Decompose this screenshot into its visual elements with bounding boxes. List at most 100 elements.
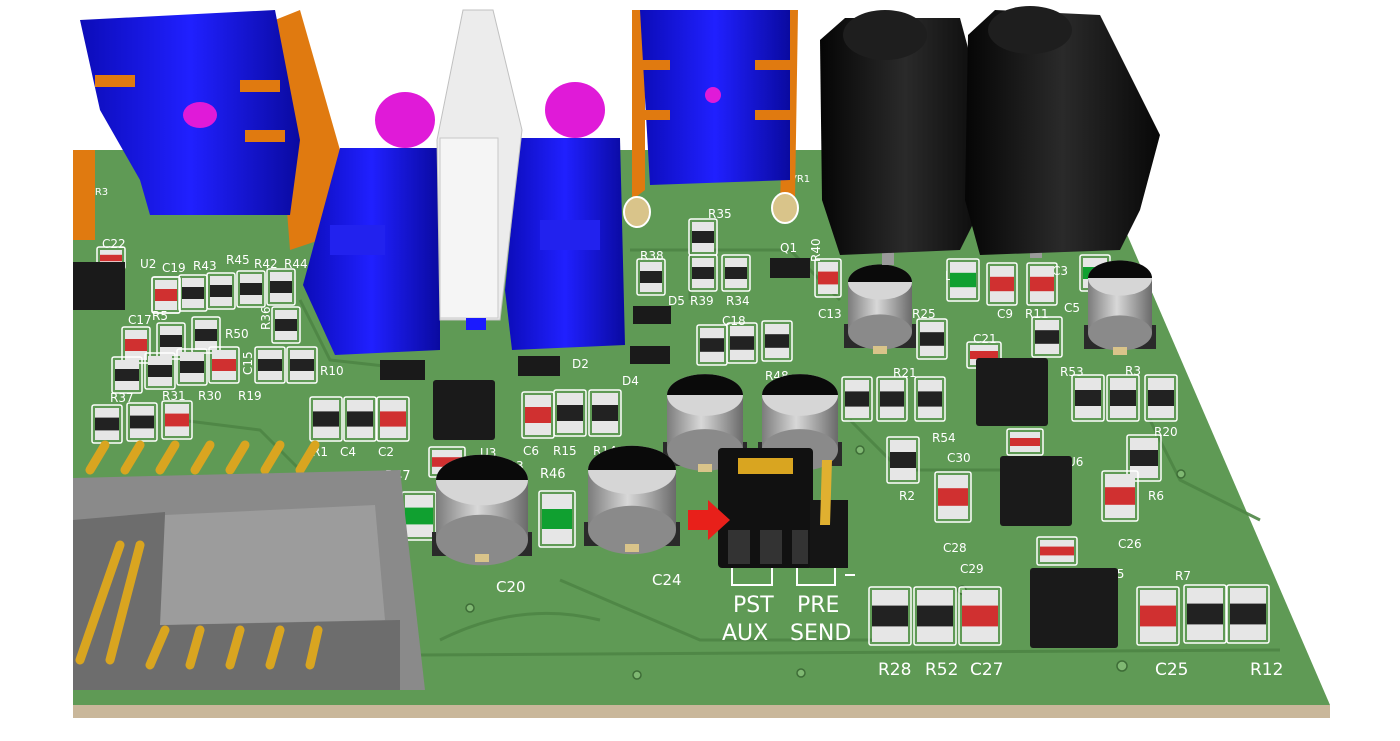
smd-part <box>1036 536 1078 566</box>
ic-u1 <box>976 358 1048 426</box>
label-r39: R39 <box>690 294 714 308</box>
smd-part <box>401 491 437 541</box>
label-c4: C4 <box>340 445 356 459</box>
ic-u3 <box>433 380 495 440</box>
label-c29: C29 <box>960 562 984 576</box>
smd-part <box>696 324 728 366</box>
label-pre: PRE <box>797 593 839 618</box>
electrolytic-cap <box>432 454 532 566</box>
smd-part <box>986 262 1018 306</box>
label-r5: R5 <box>152 309 168 323</box>
label-r52: R52 <box>925 660 958 680</box>
jack-left <box>820 10 990 265</box>
label-c22: C22 <box>102 237 126 251</box>
label-r54: R54 <box>932 431 956 445</box>
diode-d5 <box>633 306 671 324</box>
label-c25: C25 <box>1155 660 1189 680</box>
label-c26: C26 <box>1118 537 1142 551</box>
label-r38: R38 <box>640 249 664 263</box>
smd-part <box>1026 262 1058 306</box>
label-r35: R35 <box>708 207 732 221</box>
smd-part <box>254 346 286 384</box>
label-c15: C15 <box>241 351 255 375</box>
smd-part <box>688 254 718 292</box>
smd-part <box>343 396 377 442</box>
label-r44: R44 <box>284 257 308 271</box>
label-c2: C2 <box>378 445 394 459</box>
diode-d4 <box>630 346 670 364</box>
label-c19: C19 <box>162 261 186 275</box>
label-r19: R19 <box>238 389 262 403</box>
electrolytic-cap <box>584 445 680 555</box>
audio-jacks <box>820 6 1160 265</box>
smd-part <box>1006 428 1044 456</box>
label-aux: AUX <box>722 621 768 646</box>
smd-part <box>1031 316 1063 358</box>
smd-part <box>376 396 410 442</box>
smd-part <box>946 258 980 302</box>
label-c27: C27 <box>970 660 1004 680</box>
label-r20: R20 <box>1154 425 1178 439</box>
label-r10: R10 <box>320 364 344 378</box>
smd-part <box>958 586 1002 646</box>
label-c20: C20 <box>496 578 526 596</box>
electrolytic-cap <box>663 374 747 472</box>
potentiometers <box>73 9 799 355</box>
smd-part <box>868 586 912 646</box>
label-c28: C28 <box>943 541 967 555</box>
smd-part <box>636 258 666 296</box>
label-c3: C3 <box>1052 264 1068 278</box>
smd-part <box>934 471 972 523</box>
label-r30: R30 <box>198 389 222 403</box>
smd-part <box>1226 584 1270 644</box>
label-r50: R50 <box>225 327 249 341</box>
smd-part <box>178 274 208 312</box>
label-u2: U2 <box>140 257 156 271</box>
smd-components <box>91 218 1270 646</box>
smd-part <box>916 318 948 360</box>
label-r40: R40 <box>809 238 823 262</box>
transistor-q1 <box>770 258 810 278</box>
smd-part <box>309 396 343 442</box>
smd-part <box>91 404 123 444</box>
smd-part <box>236 270 266 308</box>
smd-part <box>206 272 236 310</box>
label-c5: C5 <box>1064 301 1080 315</box>
smd-part <box>111 356 143 394</box>
smd-part <box>144 352 176 390</box>
label-r46: R46 <box>540 467 566 482</box>
label-c17: C17 <box>128 313 152 327</box>
label-r6: R6 <box>1148 489 1164 503</box>
label-d5: D5 <box>668 294 685 308</box>
smd-part <box>126 402 158 442</box>
smd-part <box>176 348 208 386</box>
smd-part <box>1106 374 1140 422</box>
label-c24: C24 <box>652 571 682 589</box>
smd-part <box>914 376 946 422</box>
ic-u2 <box>73 262 125 310</box>
jack-right <box>965 6 1160 258</box>
pot-vr1 <box>623 10 799 228</box>
smd-part <box>521 391 555 439</box>
smd-part <box>553 389 587 437</box>
pot-vr3 <box>73 10 340 250</box>
label-r11: R11 <box>1025 307 1049 321</box>
label-r42: R42 <box>254 257 278 271</box>
smd-part <box>688 218 718 256</box>
switch-left <box>303 92 440 355</box>
label-q1: Q1 <box>780 241 797 255</box>
smd-part <box>271 306 301 344</box>
smd-part <box>876 376 908 422</box>
switch-white <box>436 9 523 330</box>
label-r21: R21 <box>893 366 917 380</box>
transistor-d2 <box>518 356 560 376</box>
label-r25: R25 <box>912 307 936 321</box>
smd-part <box>913 586 957 646</box>
label-r37: R37 <box>110 391 134 405</box>
label-vr1: VR1 <box>790 174 810 185</box>
smd-part <box>286 346 318 384</box>
smd-part <box>841 376 873 422</box>
label-r45: R45 <box>226 253 250 267</box>
electrolytic-capacitors <box>432 260 1156 566</box>
